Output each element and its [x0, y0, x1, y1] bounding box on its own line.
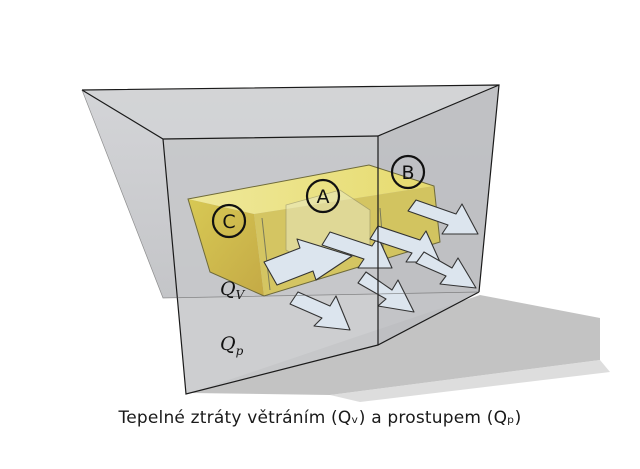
arrow-2 [321, 231, 393, 269]
zone-label-b: B [401, 162, 414, 184]
box-edges [81, 84, 500, 395]
qv-label: QV [220, 278, 246, 302]
box-top [82, 85, 499, 139]
zone-marker-b: B [390, 154, 426, 190]
zone-label-a: A [317, 186, 330, 208]
zone-slab-outline [187, 164, 441, 297]
arrow-7 [415, 251, 477, 289]
arrow-4 [407, 199, 479, 235]
floor-shadow [190, 295, 600, 395]
zone-marker-c: C [211, 203, 247, 239]
diagram-caption: Tepelné ztráty větráním (Qᵥ) a prostupem… [118, 408, 522, 428]
qp-label: Qp [220, 333, 244, 358]
floor-shadow-soft [330, 360, 610, 402]
arrow-5 [289, 291, 351, 331]
heat-arrows [263, 199, 479, 331]
zone-label-c: C [222, 211, 235, 233]
zone-marker-a: A [305, 178, 341, 214]
zone-slab-top [188, 165, 434, 214]
zone-divider-2 [261, 217, 271, 291]
arrow-1 [263, 238, 353, 286]
arrow-6 [357, 271, 415, 313]
